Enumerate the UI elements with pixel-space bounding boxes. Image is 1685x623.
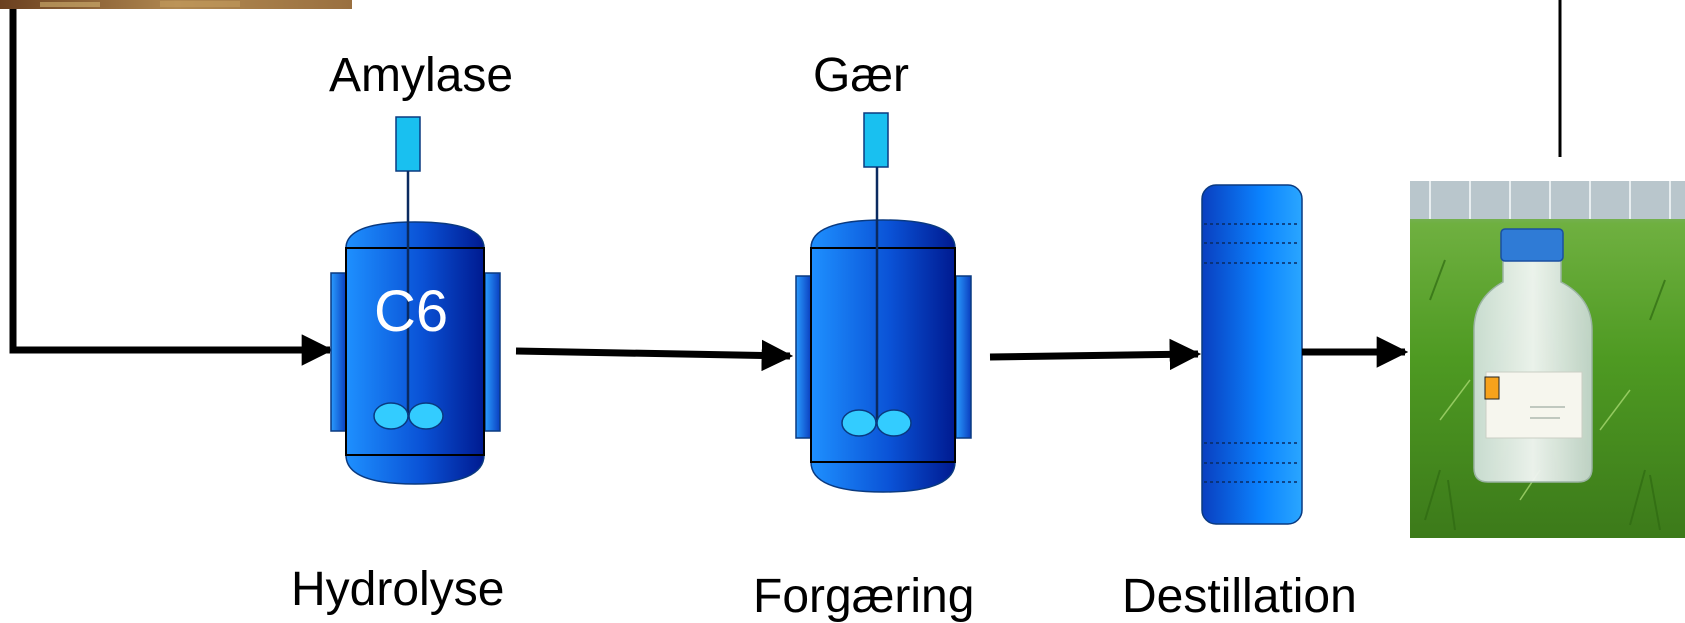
hydrolysis-step-label: Hydrolyse	[291, 563, 505, 616]
yeast-dosing-cup	[863, 112, 889, 168]
c6-marker: C6	[374, 279, 449, 344]
flow-arrow-hydrolysis-to-fermentation	[515, 339, 794, 372]
amylase-dosing-cup	[395, 116, 421, 172]
hydrolysis-reactor	[330, 116, 501, 485]
grain-photo	[0, 0, 352, 9]
distillation-column	[1201, 184, 1303, 525]
bottle-label	[1485, 371, 1583, 439]
fermentation-impeller	[841, 409, 912, 437]
hydrolysis-jacket-right	[484, 272, 501, 432]
ethanol-bottle-photo	[1410, 181, 1685, 538]
yeast-label: Gær	[813, 49, 909, 102]
flow-arrow-fermentation-to-distillation	[989, 338, 1202, 371]
hydrolysis-jacket-left	[330, 272, 347, 432]
fermentation-jacket-left	[795, 275, 812, 439]
fermentation-step-label: Forgæring	[753, 570, 975, 623]
fermentation-reactor	[795, 112, 972, 493]
bottle-cap	[1500, 228, 1564, 262]
feed-line-arrow	[9, 9, 334, 366]
amylase-label: Amylase	[329, 49, 514, 102]
hydrolysis-impeller	[373, 402, 444, 430]
fermentation-jacket-right	[955, 275, 972, 439]
column-trays	[1204, 223, 1300, 483]
distillation-step-label: Destillation	[1122, 570, 1357, 623]
